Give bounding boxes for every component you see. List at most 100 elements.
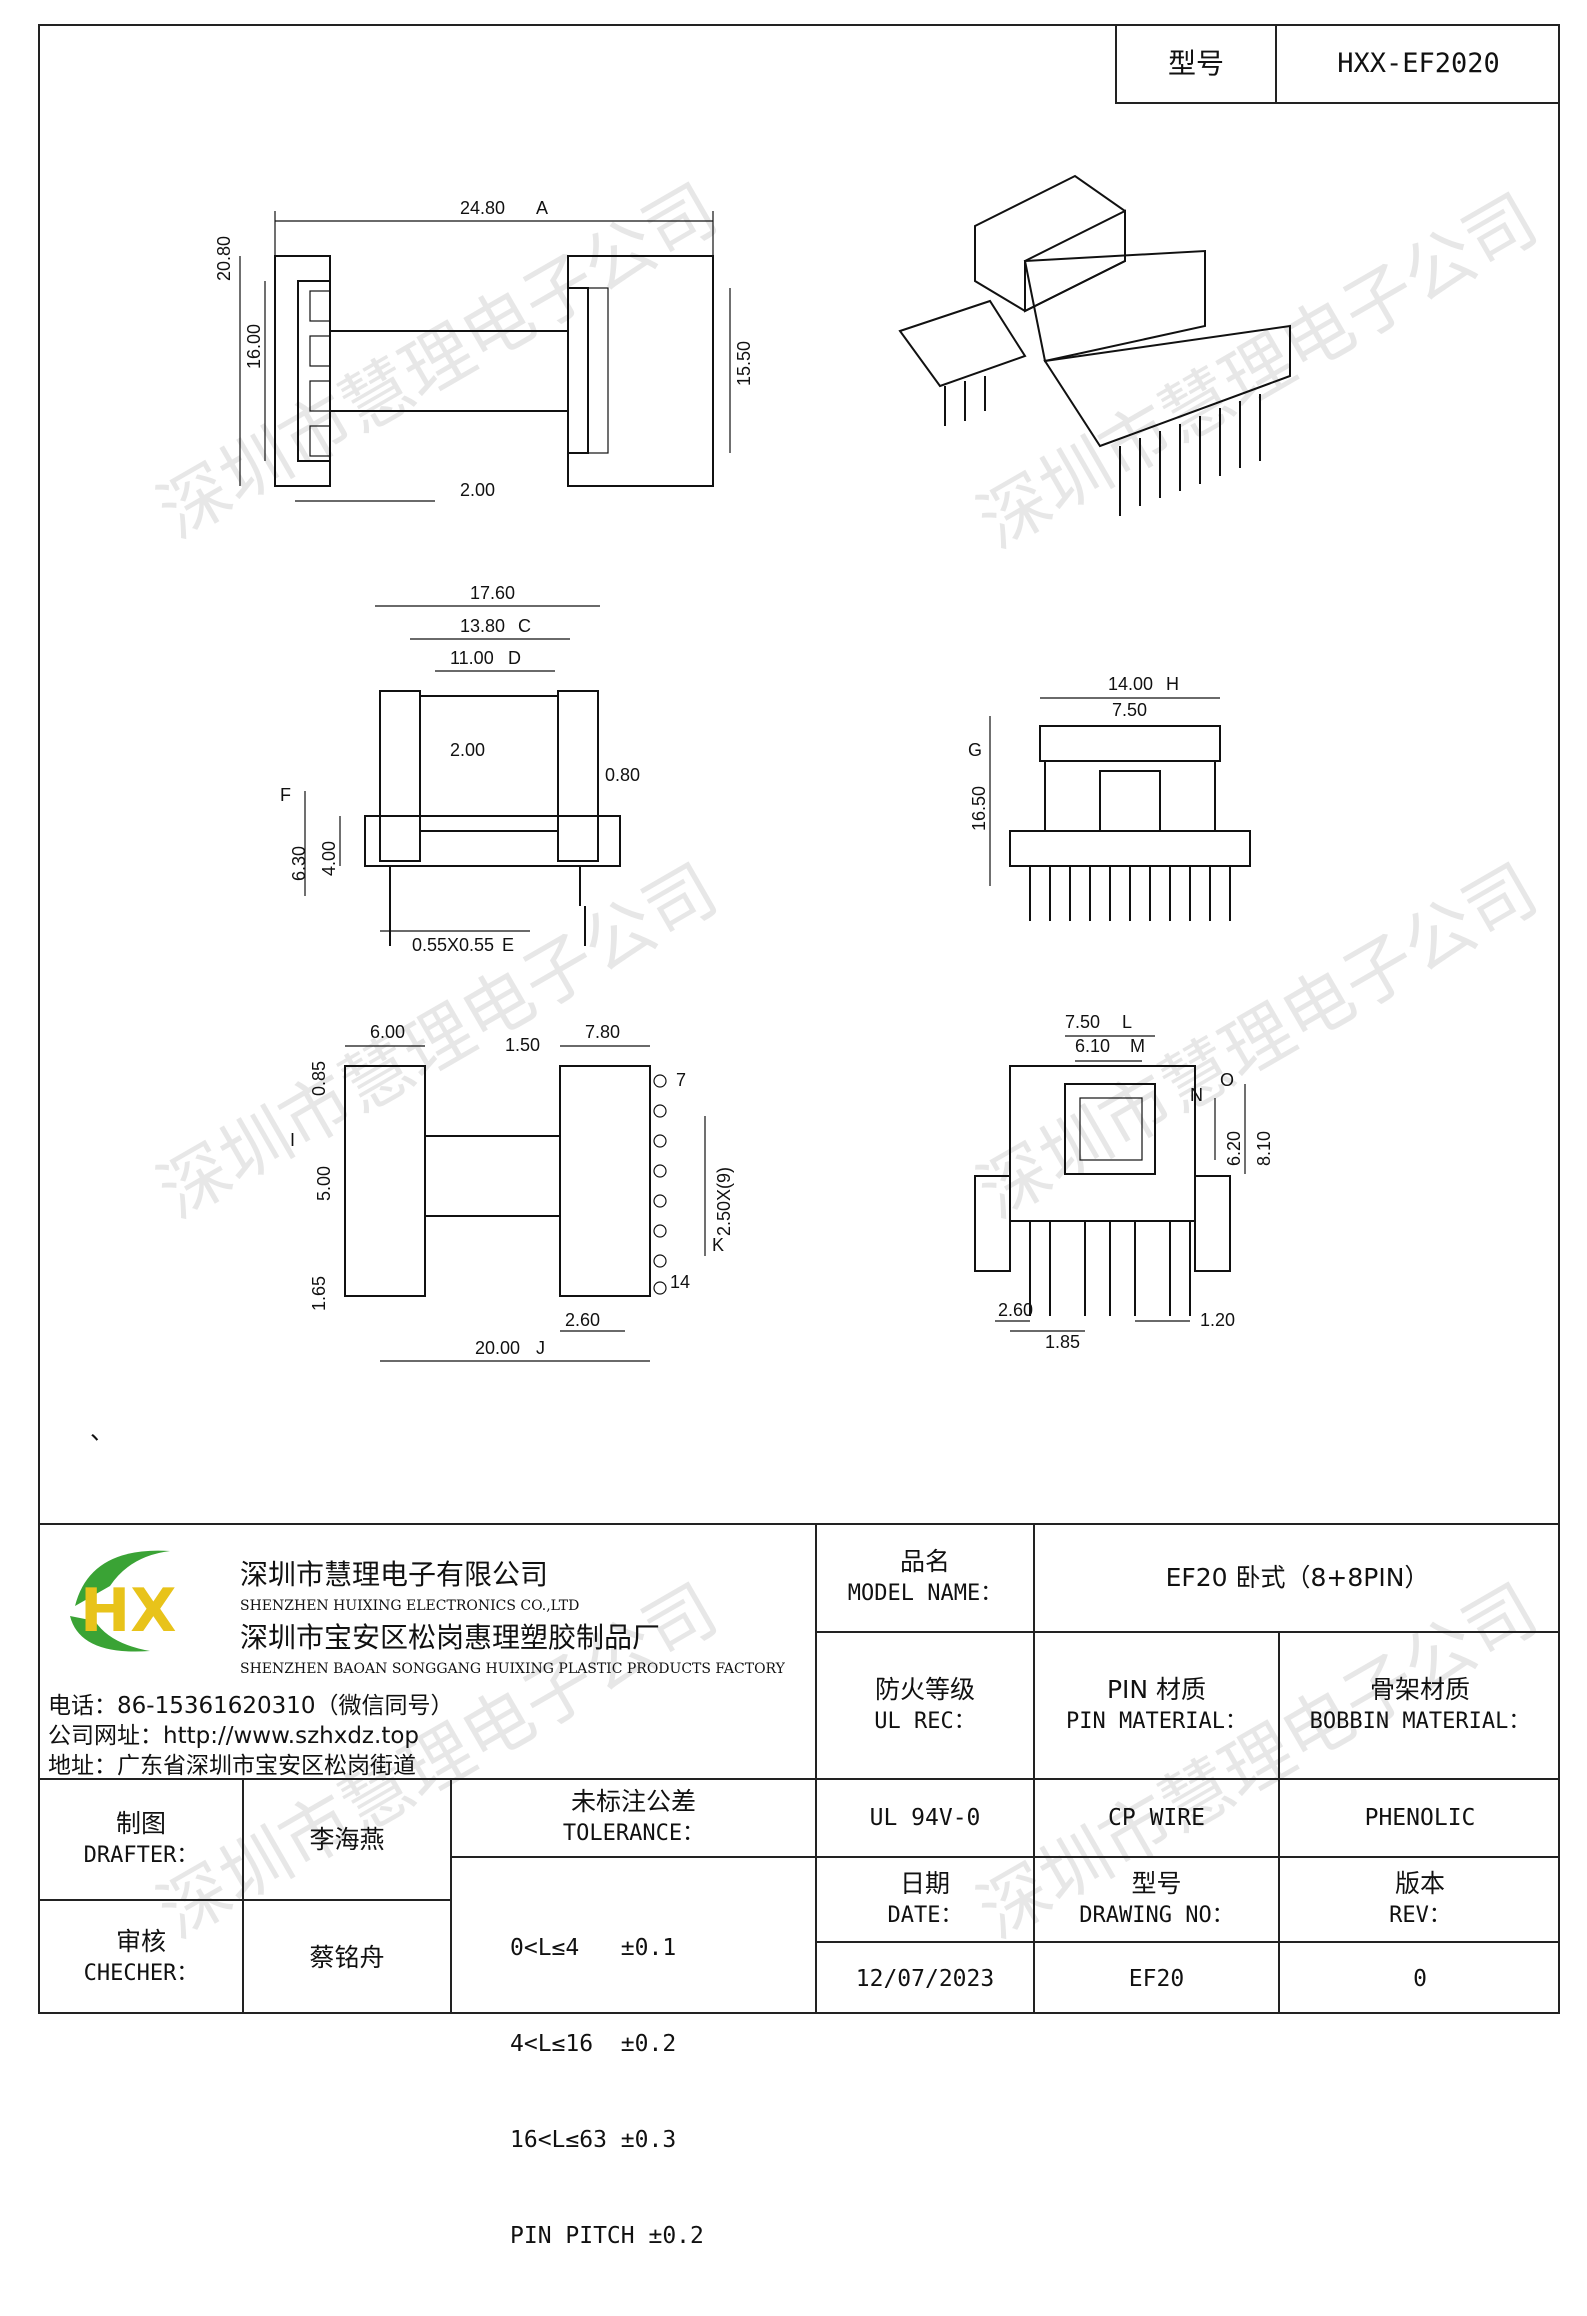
dim-side-1: 17.60	[470, 583, 515, 603]
date-label-cn: 日期	[899, 1868, 950, 1898]
grid-line	[450, 1778, 452, 2014]
grid-line	[1033, 1523, 1035, 2014]
drawing-no-label-en: DRAWING NO：	[1079, 1902, 1234, 1928]
drawing-no-value: EF20	[1128, 1965, 1185, 1992]
drawing-no-label-cn: 型号	[1131, 1868, 1182, 1898]
dim-side-5: 0.80	[605, 765, 640, 785]
pin-material-value: CP WIRE	[1108, 1805, 1205, 1831]
dim-end-5: 2.60	[998, 1300, 1033, 1320]
drawing-no-label: 型号 DRAWING NO：	[1035, 1858, 1278, 1941]
dim-end-1-tag: L	[1122, 1012, 1132, 1032]
pin-material-label-en: PIN MATERIAL：	[1066, 1708, 1247, 1734]
dim-front-1: 14.00	[1108, 674, 1153, 694]
dim-bottom-7: 1.65	[309, 1276, 329, 1311]
model-label: 型号	[1167, 47, 1224, 80]
rev-value: 0	[1413, 1965, 1427, 1992]
ul-label: 防火等级 UL REC：	[817, 1633, 1033, 1778]
dim-top-inner: 16.00	[244, 324, 264, 369]
dim-end-4: 8.10	[1254, 1131, 1274, 1166]
drafter-label-en: DRAFTER：	[83, 1842, 199, 1868]
grid-line	[450, 1856, 815, 1858]
company-name-cn: 深圳市慧理电子有限公司	[240, 1558, 549, 1591]
bobbin-material-label-en: BOBBIN MATERIAL：	[1309, 1708, 1531, 1734]
factory-name-en: SHENZHEN BAOAN SONGGANG HUIXING PLASTIC …	[240, 1661, 785, 1677]
tolerance-row: 16<L≤63 ±0.3	[510, 2127, 677, 2153]
tolerance-row: 0<L≤4 ±0.1	[510, 1935, 677, 1961]
bobbin-material-value: PHENOLIC	[1364, 1805, 1476, 1831]
header-divider	[1115, 26, 1117, 104]
dim-bottom-8: 2.60	[565, 1310, 600, 1330]
bobbin-material-label-cn: 骨架材质	[1369, 1674, 1470, 1704]
dim-top-bottom: 2.00	[460, 480, 495, 500]
top-view-drawing	[239, 211, 731, 502]
dim-end-4-tag: O	[1220, 1070, 1234, 1090]
company-phone: 电话：86-15361620310（微信同号）	[48, 1693, 454, 1719]
dim-front-3-tag: G	[968, 740, 982, 760]
dim-front-3: 16.50	[969, 786, 989, 831]
dim-end-7: 1.20	[1200, 1310, 1235, 1330]
rev-label: 版本 REV：	[1280, 1858, 1560, 1941]
side-view-drawing	[304, 605, 621, 946]
model-value: HXX-EF2020	[1337, 48, 1500, 79]
tolerance-label-en: TOLERANCE：	[562, 1821, 705, 1846]
ul-label-cn: 防火等级	[874, 1674, 975, 1704]
dim-side-8-tag: E	[502, 935, 514, 955]
end-view-drawing	[974, 1035, 1246, 1332]
company-logo: HX	[70, 1550, 176, 1652]
header-divider	[1115, 102, 1560, 104]
dim-end-6: 1.85	[1045, 1332, 1080, 1352]
pin-7: 7	[676, 1070, 686, 1090]
tolerance-row: 4<L≤16 ±0.2	[510, 2031, 677, 2057]
dim-top-right: 15.50	[734, 341, 754, 386]
title-block-border	[40, 1523, 1560, 1525]
dim-side-6-tag: F	[280, 785, 291, 805]
rev-label-cn: 版本	[1394, 1868, 1445, 1898]
dim-side-3-tag: D	[508, 648, 521, 668]
dim-bottom-9: 20.00	[475, 1338, 520, 1358]
company-name-en: SHENZHEN HUIXING ELECTRONICS CO.,LTD	[240, 1598, 580, 1614]
drafter-name: 李海燕	[309, 1824, 385, 1854]
pin-14: 14	[670, 1272, 690, 1292]
dim-end-3: 6.20	[1224, 1131, 1244, 1166]
model-name-value: EF20 卧式（8+8PIN）	[1165, 1563, 1430, 1592]
dim-top-height: 20.80	[214, 236, 234, 281]
dim-bottom-1: 6.00	[370, 1022, 405, 1042]
rev-label-en: REV：	[1389, 1902, 1451, 1928]
drawing-sheet: 型号 HXX-EF2020 深圳市慧理电子公司 深圳市慧理电子公司 深圳市慧理电…	[38, 24, 1560, 2249]
dim-side-7: 4.00	[319, 841, 339, 876]
dim-bottom-9-tag: J	[536, 1338, 545, 1358]
tolerance-label: 未标注公差 TOLERANCE：	[452, 1780, 815, 1856]
pin-material-label: PIN 材质 PIN MATERIAL：	[1035, 1633, 1278, 1778]
bottom-view-drawing	[344, 1045, 706, 1362]
dim-bottom-5-tag: I	[290, 1130, 295, 1150]
dim-bottom-2: 0.85	[309, 1061, 329, 1096]
dim-side-8: 0.55X0.55	[412, 935, 494, 955]
logo-letter: HX	[80, 1576, 176, 1646]
grid-line	[40, 1899, 450, 1901]
grid-line	[815, 1856, 1560, 1858]
dim-side-4: 2.00	[450, 740, 485, 760]
front-view-drawing	[989, 697, 1251, 921]
grid-line	[815, 1523, 817, 2014]
bottom-view-dims: 6.00 0.85 1.50 7.80 7 14 5.00 I 2.50X(9)…	[290, 1022, 734, 1358]
dim-end-2-tag: M	[1130, 1036, 1145, 1056]
company-website[interactable]: 公司网址：http://www.szhxdz.top	[48, 1723, 420, 1749]
model-name-label: 品名 MODEL NAME：	[817, 1525, 1033, 1631]
top-view-dims: 24.80 A 20.80 16.00 15.50 2.00	[214, 198, 754, 500]
dim-side-3: 11.00	[450, 648, 494, 668]
pin-material-label-cn: PIN 材质	[1106, 1674, 1207, 1704]
dim-top-width-tag: A	[536, 198, 548, 218]
dim-side-6: 6.30	[289, 846, 309, 881]
drafter-label: 制图 DRAFTER：	[40, 1780, 242, 1899]
grid-line	[1278, 1631, 1280, 2014]
ul-label-en: UL REC：	[874, 1708, 976, 1734]
grid-line	[815, 1941, 1560, 1943]
bobbin-material-label: 骨架材质 BOBBIN MATERIAL：	[1280, 1633, 1560, 1778]
dim-side-2: 13.80	[460, 616, 505, 636]
checker-label-cn: 审核	[115, 1926, 166, 1956]
front-view-dims: 14.00 H 7.50 16.50 G	[968, 674, 1179, 831]
tolerance-list: 0<L≤4 ±0.1 4<L≤16 ±0.2 16<L≤63 ±0.3 PIN …	[510, 1868, 704, 2316]
factory-name-cn: 深圳市宝安区松岗惠理塑胶制品厂	[240, 1621, 661, 1654]
header-divider	[1275, 26, 1277, 104]
dim-front-1-tag: H	[1166, 674, 1179, 694]
